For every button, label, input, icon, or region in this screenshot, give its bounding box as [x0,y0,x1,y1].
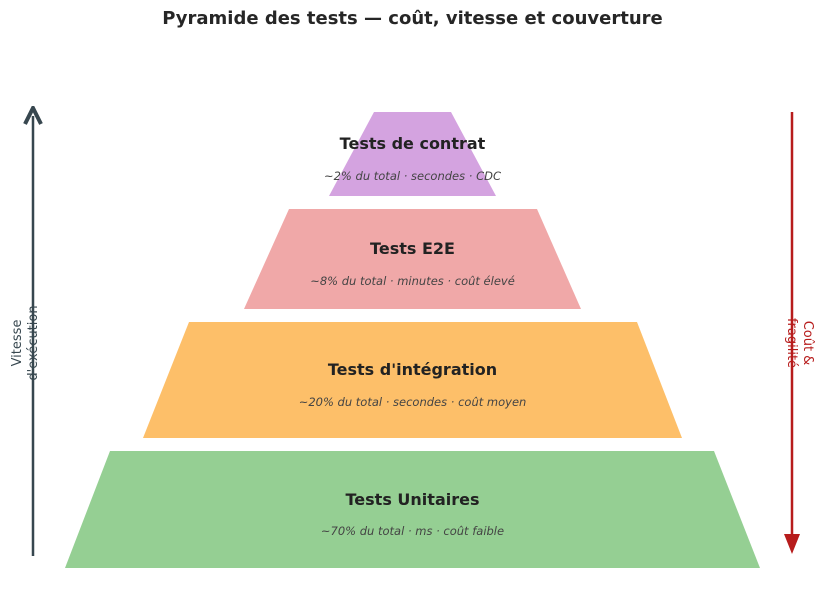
speed-label-line1: Vitesse [10,320,25,367]
layer-contract-shape [329,112,496,196]
cost-label: Coût & fragilité [784,318,815,368]
speed-label-line2: d'exécution [26,305,41,380]
layer-contract-desc: ~2% du total · secondes · CDC [324,169,501,183]
layer-e2e-name: Tests E2E [370,239,455,258]
layer-integration-name: Tests d'intégration [328,360,497,379]
layer-integration-shape [143,322,682,438]
layer-unit-shape [65,451,760,568]
layer-e2e-desc: ~8% du total · minutes · coût élevé [310,274,515,288]
layer-integration-desc: ~20% du total · secondes · coût moyen [299,395,527,409]
layer-unit-desc: ~70% du total · ms · coût faible [321,524,504,538]
layer-unit-name: Tests Unitaires [346,490,480,509]
layer-e2e-shape [244,209,581,309]
layer-contract-name: Tests de contrat [340,134,486,153]
diagram-title: Pyramide des tests — coût, vitesse et co… [162,8,663,29]
cost-label-line2: fragilité [784,318,799,368]
cost-label-line1: Coût & [800,321,815,366]
speed-label: Vitesse d'exécution [10,305,41,380]
